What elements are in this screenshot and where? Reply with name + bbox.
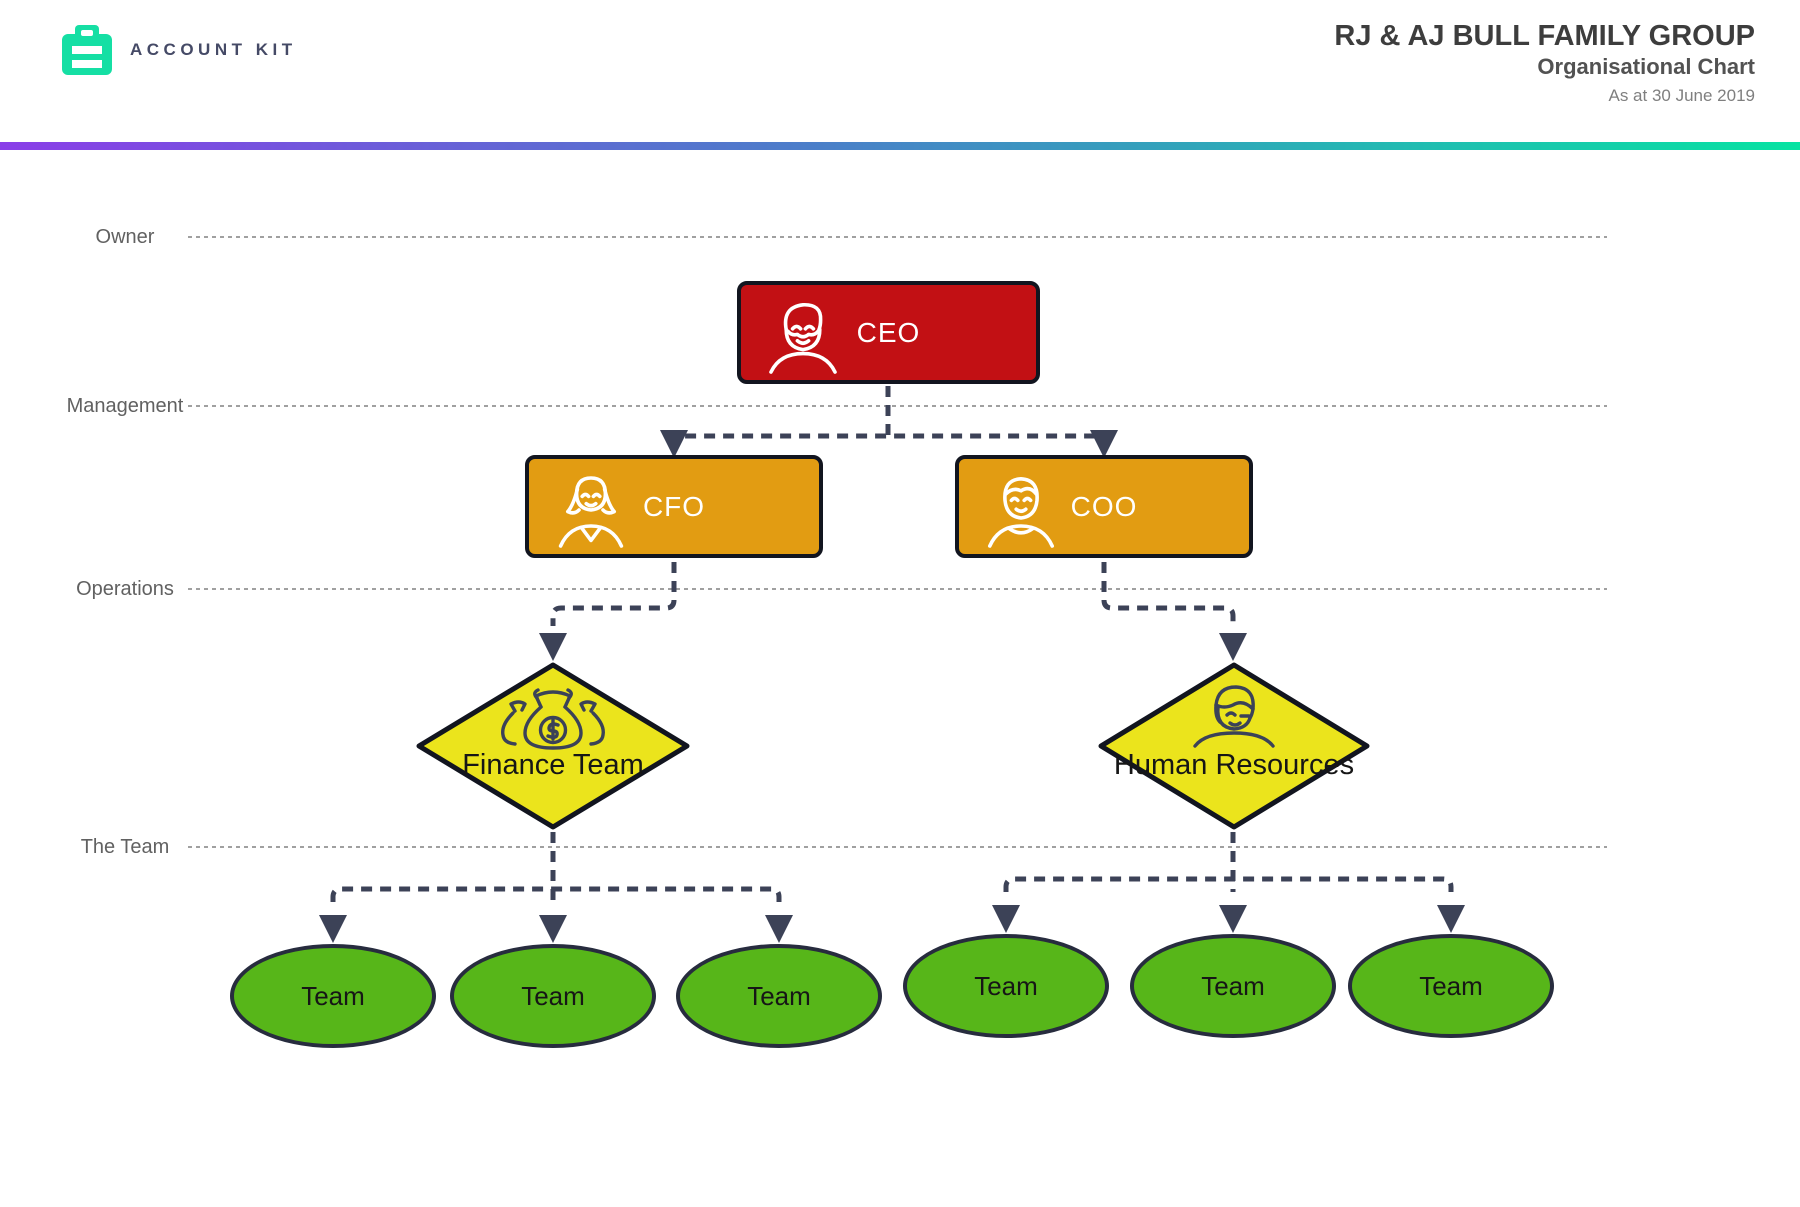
node-ceo: CEO: [737, 281, 1040, 384]
lane-label-management: Management: [66, 395, 184, 417]
lane-label-operations: Operations: [76, 578, 174, 600]
node-team-finance-1: Team: [230, 944, 436, 1048]
node-label: Team: [1419, 970, 1483, 1001]
page-subtitle: Organisational Chart: [1537, 54, 1755, 80]
cfo-woman-icon: [558, 476, 624, 548]
node-team-hr-2: Team: [1130, 934, 1336, 1038]
node-human-resources: Human Resources: [1097, 661, 1371, 831]
node-label: Team: [301, 980, 365, 1011]
title-block: RJ & AJ BULL FAMILY GROUP Organisational…: [1334, 20, 1755, 106]
node-label: Team: [521, 980, 585, 1011]
ceo-bearded-man-icon: [769, 302, 837, 374]
node-label: Team: [747, 980, 811, 1011]
node-label: CEO: [856, 316, 921, 348]
briefcase-icon: [62, 25, 112, 75]
node-label: COO: [1070, 490, 1138, 522]
node-label: Team: [1201, 970, 1265, 1001]
diamond-shape: [416, 662, 690, 830]
node-label: Human Resources: [1113, 749, 1355, 781]
accent-gradient-bar: [0, 142, 1800, 150]
node-label: Finance Team: [462, 749, 644, 781]
lane-line-operations: [188, 588, 1607, 590]
node-coo: COO: [955, 455, 1253, 558]
node-label: Team: [974, 970, 1038, 1001]
hr-person-icon: [1193, 685, 1275, 748]
node-team-finance-2: Team: [450, 944, 656, 1048]
node-label: CFO: [642, 490, 706, 522]
node-team-hr-3: Team: [1348, 934, 1554, 1038]
brand-logo: ACCOUNT KIT: [62, 25, 297, 75]
node-team-finance-3: Team: [676, 944, 882, 1048]
page-title: RJ & AJ BULL FAMILY GROUP: [1334, 20, 1755, 52]
money-bags-icon: [501, 688, 605, 750]
lane-line-the-team: [188, 846, 1607, 848]
lane-line-management: [188, 405, 1607, 407]
lane-label-owner: Owner: [95, 226, 155, 248]
node-team-hr-1: Team: [903, 934, 1109, 1038]
node-cfo: CFO: [525, 455, 823, 558]
coo-man-icon: [988, 477, 1054, 548]
lane-label-the-team: The Team: [80, 836, 170, 858]
lane-line-owner: [188, 236, 1607, 238]
diamond-shape: [1098, 662, 1370, 830]
node-finance-team: Finance Team: [415, 661, 691, 831]
brand-name: ACCOUNT KIT: [130, 40, 297, 59]
as-at-date: As at 30 June 2019: [1608, 85, 1755, 105]
